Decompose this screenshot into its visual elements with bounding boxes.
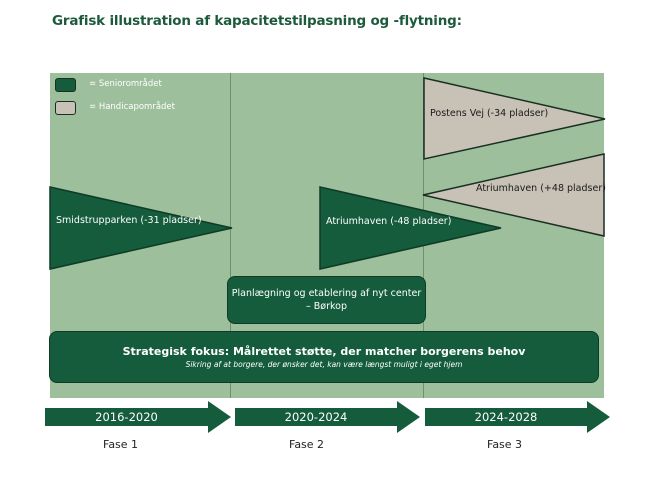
timeline-period-1: 2016-2020	[95, 410, 158, 424]
timeline-arrow-1	[45, 401, 231, 433]
triangle-label-postens-vej: Postens Vej (-34 pladser)	[430, 108, 549, 119]
phase-label-2: Fase 2	[289, 438, 325, 451]
timeline-arrow-3	[425, 401, 610, 433]
legend-swatch-handicap	[55, 101, 76, 115]
phase-label-3: Fase 3	[487, 438, 523, 451]
triangle-label-smidstrupparken: Smidstrupparken (-31 pladser)	[56, 215, 202, 226]
planning-box-line1: Planlægning og etablering af nyt center	[231, 288, 422, 299]
legend-swatch-senior	[55, 78, 76, 92]
planning-box: Planlægning og etablering af nyt center …	[227, 276, 426, 324]
legend-label-handicap: = Handicapområdet	[89, 102, 175, 112]
strategic-focus-subheading: Sikring af at borgere, der ønsker det, k…	[185, 360, 463, 369]
strategic-focus-heading: Strategisk fokus: Målrettet støtte, der …	[122, 345, 526, 358]
triangle-atriumhaven-out	[319, 186, 502, 270]
triangle-postens-vej	[423, 77, 606, 160]
timeline-period-2: 2020-2024	[284, 410, 348, 424]
triangle-label-atriumhaven-out: Atriumhaven (-48 pladser)	[326, 216, 452, 227]
triangle-atriumhaven-in	[422, 153, 605, 237]
triangle-label-atriumhaven-in: Atriumhaven (+48 pladser)	[476, 183, 606, 194]
page-title: Grafisk illustration af kapacitetstilpas…	[52, 13, 462, 29]
timeline-period-3: 2024-2028	[474, 410, 538, 424]
strategic-focus-box: Strategisk fokus: Målrettet støtte, der …	[49, 331, 599, 383]
legend-label-senior: = Seniorområdet	[89, 79, 162, 89]
phase-label-1: Fase 1	[103, 438, 139, 451]
phase-divider-1	[230, 73, 231, 398]
timeline-arrow-2	[235, 401, 420, 433]
planning-box-line2: – Børkop	[305, 301, 347, 312]
triangle-smidstrupparken	[49, 186, 233, 270]
